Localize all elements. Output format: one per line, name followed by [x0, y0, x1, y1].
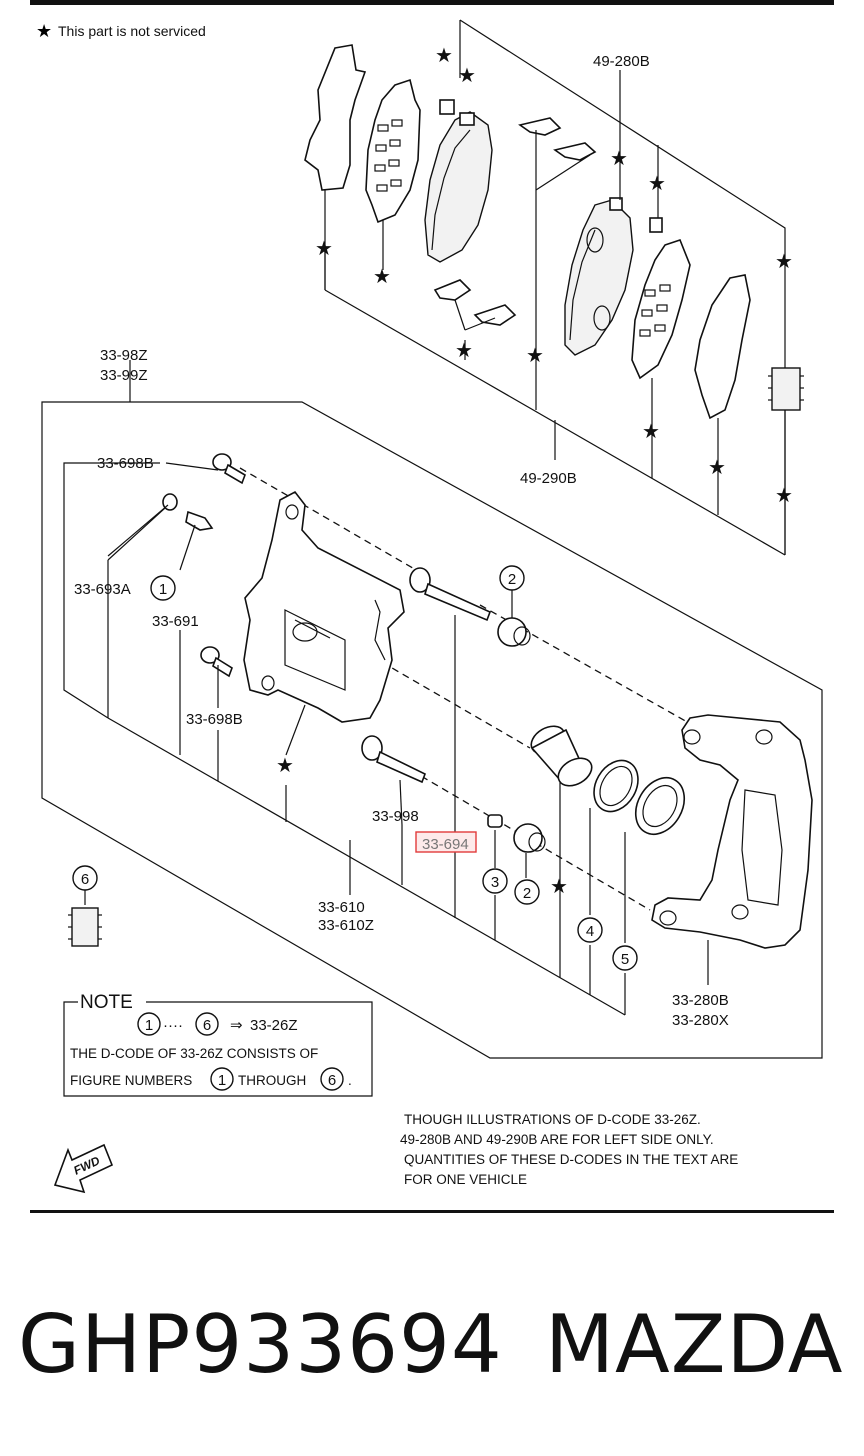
label-49-290B: 49-290B — [520, 470, 577, 487]
note-line1: THE D-CODE OF 33-26Z CONSISTS OF — [70, 1046, 318, 1061]
callout-1: 1 — [150, 575, 176, 601]
label-33-694: 33-694 — [422, 836, 469, 853]
svg-text:QUANTITIES OF THESE D-CODES: QUANTITIES OF THESE D-CODES IN THE TEXT … — [404, 1152, 738, 1167]
svg-text:THROUGH: THROUGH — [238, 1073, 306, 1088]
shim-outer-left — [304, 44, 367, 191]
star-icon: ★ — [36, 21, 52, 41]
parts-diagram: ★ This part is not serviced — [30, 0, 834, 1213]
pad-kit-group: ★ ★ ★ ★ ★ ★ ★ ★ ★ ★ ★ ★ 49-280B 49-290B — [304, 19, 804, 556]
note-box: NOTE 1 ···· 6 ⇒ 33-26Z THE D-CODE OF 33-… — [63, 992, 373, 1097]
disclaimer: THOUGH ILLUSTRATIONS OF D-CODE 33-26Z. 4… — [400, 1112, 738, 1187]
star-icon: ★ — [775, 251, 793, 273]
label-33-691: 33-691 — [152, 613, 199, 630]
brake-pad-left — [424, 111, 493, 263]
star-icon: ★ — [373, 266, 391, 288]
label-33-610: 33-610 — [318, 899, 365, 916]
caliper-bracket — [651, 714, 813, 949]
star-icon: ★ — [455, 340, 473, 362]
legend-text: This part is not serviced — [58, 23, 206, 39]
svg-text:2: 2 — [508, 571, 516, 588]
caliper-group: 33-98Z 33-99Z — [41, 347, 823, 1059]
guide-pin-bottom — [361, 735, 427, 784]
seal-4 — [593, 759, 639, 813]
svg-text:4: 4 — [586, 923, 594, 940]
caliper-body — [243, 490, 405, 723]
star-icon: ★ — [276, 755, 294, 777]
label-33-280X: 33-280X — [672, 1012, 729, 1029]
guide-pin-top — [409, 567, 492, 622]
boot-2-bottom — [513, 823, 546, 853]
label-33-698B-top: 33-698B — [97, 455, 154, 472]
label-33-610Z: 33-610Z — [318, 917, 374, 934]
part-6: 6 — [68, 865, 102, 947]
bolt-33-698B-top — [212, 453, 246, 485]
star-icon: ★ — [708, 457, 726, 479]
note-title: NOTE — [80, 992, 133, 1013]
svg-text:33-26Z: 33-26Z — [250, 1017, 298, 1034]
part-number: GHP933694 — [18, 1298, 503, 1391]
label-33-693A: 33-693A — [74, 581, 131, 598]
callout-4: 4 — [577, 917, 603, 943]
star-icon: ★ — [610, 148, 628, 170]
top-rule — [30, 0, 834, 5]
star-icon: ★ — [642, 421, 660, 443]
svg-text:FIGURE NUMBERS: FIGURE NUMBERS — [70, 1073, 192, 1088]
svg-text:FOR ONE VEHICLE: FOR ONE VEHICLE — [404, 1172, 527, 1187]
label-33-99Z: 33-99Z — [100, 367, 148, 384]
svg-text:2: 2 — [523, 885, 531, 902]
svg-text:····: ···· — [163, 1017, 183, 1034]
svg-text:THOUGH ILLUSTRATIONS OF D-C: THOUGH ILLUSTRATIONS OF D-CODE 33-26Z. — [404, 1112, 701, 1127]
star-icon: ★ — [458, 65, 476, 87]
piston — [530, 725, 593, 787]
callout-2-top: 2 — [499, 565, 525, 591]
star-icon: ★ — [648, 173, 666, 195]
svg-text:1: 1 — [159, 581, 167, 598]
bottom-rule — [30, 1210, 834, 1213]
shim-inner-left — [365, 78, 421, 224]
svg-text:49-280B AND 49-290B ARE FOR: 49-280B AND 49-290B ARE FOR LEFT SIDE ON… — [400, 1132, 714, 1147]
dust-boot-5 — [634, 776, 686, 836]
brake-pad-right — [564, 199, 634, 356]
star-icon: ★ — [315, 238, 333, 260]
brand-name: MAZDA — [545, 1298, 844, 1391]
label-49-280B: 49-280B — [593, 53, 650, 70]
label-33-698B-bottom: 33-698B — [186, 711, 243, 728]
bolt-33-698B-bottom — [200, 646, 233, 678]
svg-text:6: 6 — [203, 1017, 211, 1034]
star-icon: ★ — [435, 45, 453, 67]
label-33-280B: 33-280B — [672, 992, 729, 1009]
svg-text:⇒: ⇒ — [230, 1017, 243, 1034]
boot-2-top — [497, 617, 531, 647]
bushing-33-694 — [487, 814, 503, 828]
highlight-box — [415, 831, 477, 853]
svg-text:1: 1 — [145, 1017, 153, 1034]
svg-text:6: 6 — [328, 1072, 336, 1089]
svg-text:6: 6 — [81, 871, 89, 888]
svg-text:3: 3 — [491, 874, 499, 891]
svg-text:5: 5 — [621, 951, 629, 968]
callout-5: 5 — [612, 945, 638, 971]
label-33-98Z: 33-98Z — [100, 347, 148, 364]
bleeder-33-691 — [185, 510, 214, 531]
svg-text:.: . — [348, 1073, 352, 1088]
star-icon: ★ — [775, 485, 793, 507]
fwd-arrow-icon: FWD — [53, 1143, 114, 1194]
star-icon: ★ — [526, 345, 544, 367]
footer: GHP933694 MAZDA — [0, 1290, 864, 1400]
callout-2-bottom: 2 — [514, 879, 540, 905]
star-icon: ★ — [550, 876, 568, 898]
callout-3: 3 — [482, 868, 508, 894]
svg-text:1: 1 — [218, 1072, 226, 1089]
label-33-998: 33-998 — [372, 808, 419, 825]
legend: ★ This part is not serviced — [36, 21, 206, 41]
